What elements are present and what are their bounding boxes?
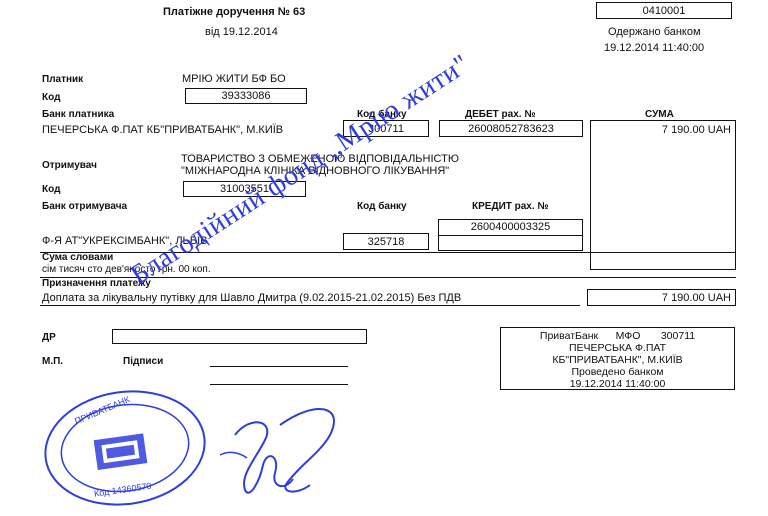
svg-text:ПРИВАТБАНК: ПРИВАТБАНК xyxy=(73,394,132,427)
recipient-code-label: Код xyxy=(42,184,61,195)
purpose-label: Призначення платежу xyxy=(42,278,151,289)
payer-bank-code-box: 300711 xyxy=(343,120,429,137)
received-datetime: 19.12.2014 11:40:00 xyxy=(604,42,705,54)
payer-code-box: 39333086 xyxy=(185,88,307,104)
document-date: від 19.12.2014 xyxy=(205,26,278,38)
bank-seal-image: ПРИВАТБАНК Код 14360570 xyxy=(44,390,206,506)
purpose-text: Доплата за лікувальну путівку для Шавло … xyxy=(42,292,462,304)
payer-bank-name: ПЕЧЕРСЬКА Ф.ПАТ КБ"ПРИВАТБАНК", М.КИЇВ xyxy=(42,124,284,136)
payer-name: МРІЮ ЖИТИ БФ БО xyxy=(182,73,286,85)
signatures-label: Підписи xyxy=(123,356,164,367)
bank-stamp-line5: 19.12.2014 11:40:00 xyxy=(569,378,666,390)
recipient-code-box: 31003551 xyxy=(183,181,306,197)
purpose-amount-box: 7 190.00 UAH xyxy=(587,289,736,306)
signature-line-2 xyxy=(210,384,348,385)
mp-label: М.П. xyxy=(42,356,64,367)
dr-label: ДР xyxy=(42,332,56,343)
divider-sum-words xyxy=(40,252,736,253)
payer-code-label: Код xyxy=(42,92,61,103)
recipient-bank-code-label: Код банку xyxy=(357,201,407,212)
recipient-label: Отримувач xyxy=(42,160,97,171)
recipient-name-line2: "МІЖНАРОДНА КЛІНІКА ВІДНОВНОГО ЛІКУВАННЯ… xyxy=(181,165,450,177)
sum-words-label: Сума словами xyxy=(42,252,114,263)
payer-label: Платник xyxy=(42,74,84,85)
amount-label: СУМА xyxy=(645,109,674,120)
signature-line-1 xyxy=(210,366,348,367)
recipient-bank-name: Ф-Я АТ"УКРЕКСІМБАНК", ЛЬВІВ xyxy=(42,235,208,247)
debit-account-label: ДЕБЕТ рах. № xyxy=(465,109,536,120)
divider-purpose-bottom xyxy=(40,305,580,306)
sum-words-text: сім тисяч сто дев'яносто грн. 00 коп. xyxy=(42,264,211,275)
svg-text:Код 14360570: Код 14360570 xyxy=(93,481,152,499)
bank-stamp-line1: ПриватБанк МФО 300711 xyxy=(539,330,696,342)
amount-value: 7 190.00 UAH xyxy=(661,124,731,136)
document-title: Платіжне доручення № 63 xyxy=(163,6,306,18)
dr-field xyxy=(112,329,367,344)
form-code-box: 0410001 xyxy=(596,2,732,19)
handwritten-signature xyxy=(219,408,335,494)
bank-stamp-line2: ПЕЧЕРСЬКА Ф.ПАТ xyxy=(569,342,666,354)
received-label: Одержано банком xyxy=(608,26,701,38)
bank-stamp-line4: Проведено банком xyxy=(571,366,664,378)
credit-account-label: КРЕДИТ рах. № xyxy=(472,201,549,212)
bank-processed-stamp: ПриватБанк МФО 300711 ПЕЧЕРСЬКА Ф.ПАТ КБ… xyxy=(500,327,735,390)
recipient-bank-code-box: 325718 xyxy=(343,233,429,250)
recipient-bank-label: Банк отримувача xyxy=(42,201,128,212)
divider-purpose xyxy=(40,277,736,278)
debit-account-box: 26008052783623 xyxy=(439,120,583,137)
recipient-name-line1: ТОВАРИСТВО З ОБМЕЖЕНОЮ ВІДПОВІДАЛЬНІСТЮ xyxy=(181,153,459,165)
credit-account-divider xyxy=(439,235,582,236)
payer-bank-code-label: Код банку xyxy=(357,109,407,120)
amount-box: 7 190.00 UAH xyxy=(590,120,736,270)
bank-stamp-line3: КБ"ПРИВАТБАНК", М.КИЇВ xyxy=(552,354,683,366)
credit-account-box: 2600400003325 xyxy=(438,219,583,251)
credit-account-value: 2600400003325 xyxy=(470,221,551,233)
payer-bank-label: Банк платника xyxy=(42,109,115,120)
